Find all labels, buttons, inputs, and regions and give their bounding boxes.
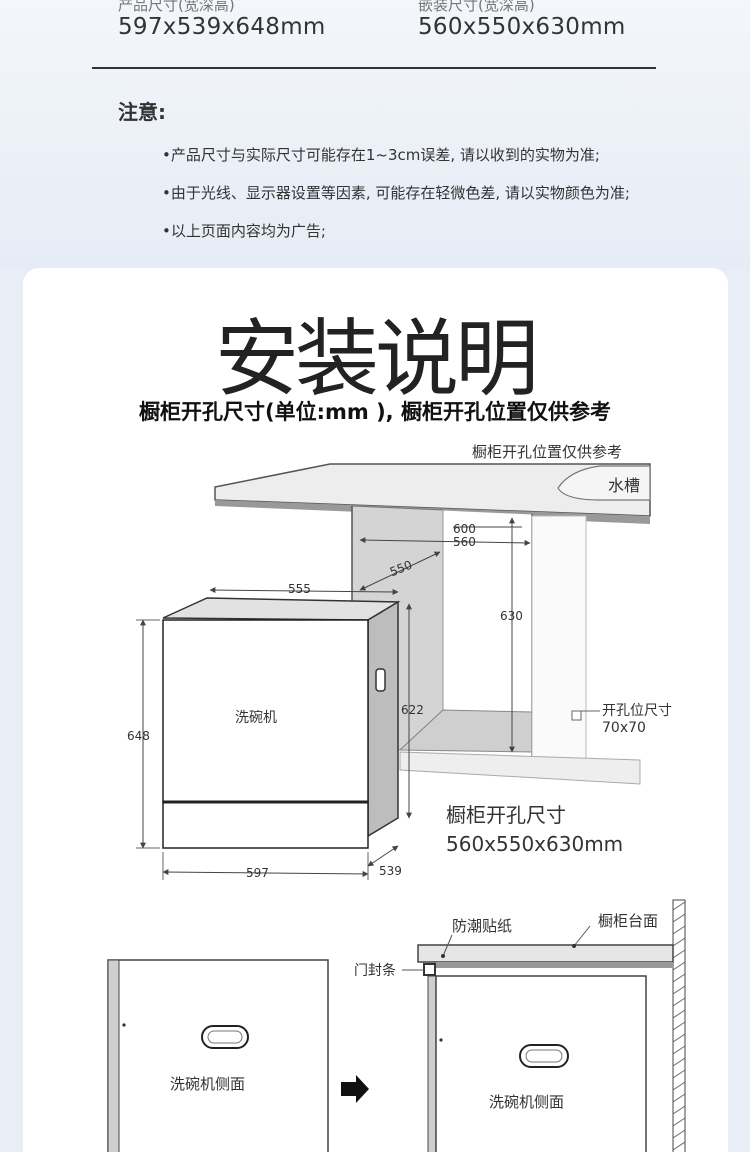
dim-622: 622 [401, 703, 424, 717]
side-left-label: 洗碗机侧面 [170, 1075, 245, 1093]
product-size-value: 597x539x648mm [118, 14, 326, 40]
hole-size: 70x70 [602, 720, 646, 736]
install-subtitle: 橱柜开孔尺寸(单位:mm ), 橱柜开孔位置仅供参考 [139, 400, 611, 424]
spec-section [0, 0, 750, 270]
sink-label: 水槽 [608, 476, 640, 495]
side-right-label: 洗碗机侧面 [489, 1093, 564, 1111]
door-seal-label: 门封条 [354, 962, 396, 979]
dishwasher-side-left: 洗碗机侧面 [107, 959, 329, 1152]
product-size-label: 产品尺寸(宽深高) [118, 0, 235, 14]
cabinet-size-label: 橱柜开孔尺寸 [446, 803, 566, 827]
arrow-right-icon [341, 1075, 369, 1103]
notice-item: •以上页面内容均为广告; [162, 222, 326, 240]
moisture-sticker-label: 防潮贴纸 [452, 917, 512, 935]
dim-555: 555 [288, 582, 311, 596]
notice-item: •产品尺寸与实际尺寸可能存在1~3cm误差, 请以收到的实物为准; [162, 146, 600, 164]
dim-560: 560 [453, 535, 476, 549]
hole-label: 开孔位尺寸 [602, 703, 672, 719]
dishwasher-label: 洗碗机 [235, 710, 277, 726]
notice-item: •由于光线、显示器设置等因素, 可能存在轻微色差, 请以实物颜色为准; [162, 184, 630, 202]
embed-size-value: 560x550x630mm [418, 14, 626, 40]
embed-size-label: 嵌装尺寸(宽深高) [418, 0, 535, 14]
divider [92, 67, 656, 69]
dim-648: 648 [127, 729, 150, 743]
sink: 水槽 [557, 465, 651, 501]
dishwasher-illustration: 洗碗机 [162, 597, 401, 849]
dim-630: 630 [500, 609, 523, 623]
dim-597: 597 [246, 866, 269, 880]
install-title: 安装说明 [214, 310, 539, 408]
notice-title: 注意: [118, 100, 166, 124]
countertop-label: 橱柜台面 [598, 912, 658, 930]
installed-side-right: 洗碗机侧面 [417, 899, 686, 1152]
dim-539: 539 [379, 864, 402, 878]
cabinet-size-value: 560x550x630mm [446, 832, 623, 856]
dim-600: 600 [453, 522, 476, 536]
diagram-caption: 橱柜开孔位置仅供参考 [472, 443, 622, 461]
